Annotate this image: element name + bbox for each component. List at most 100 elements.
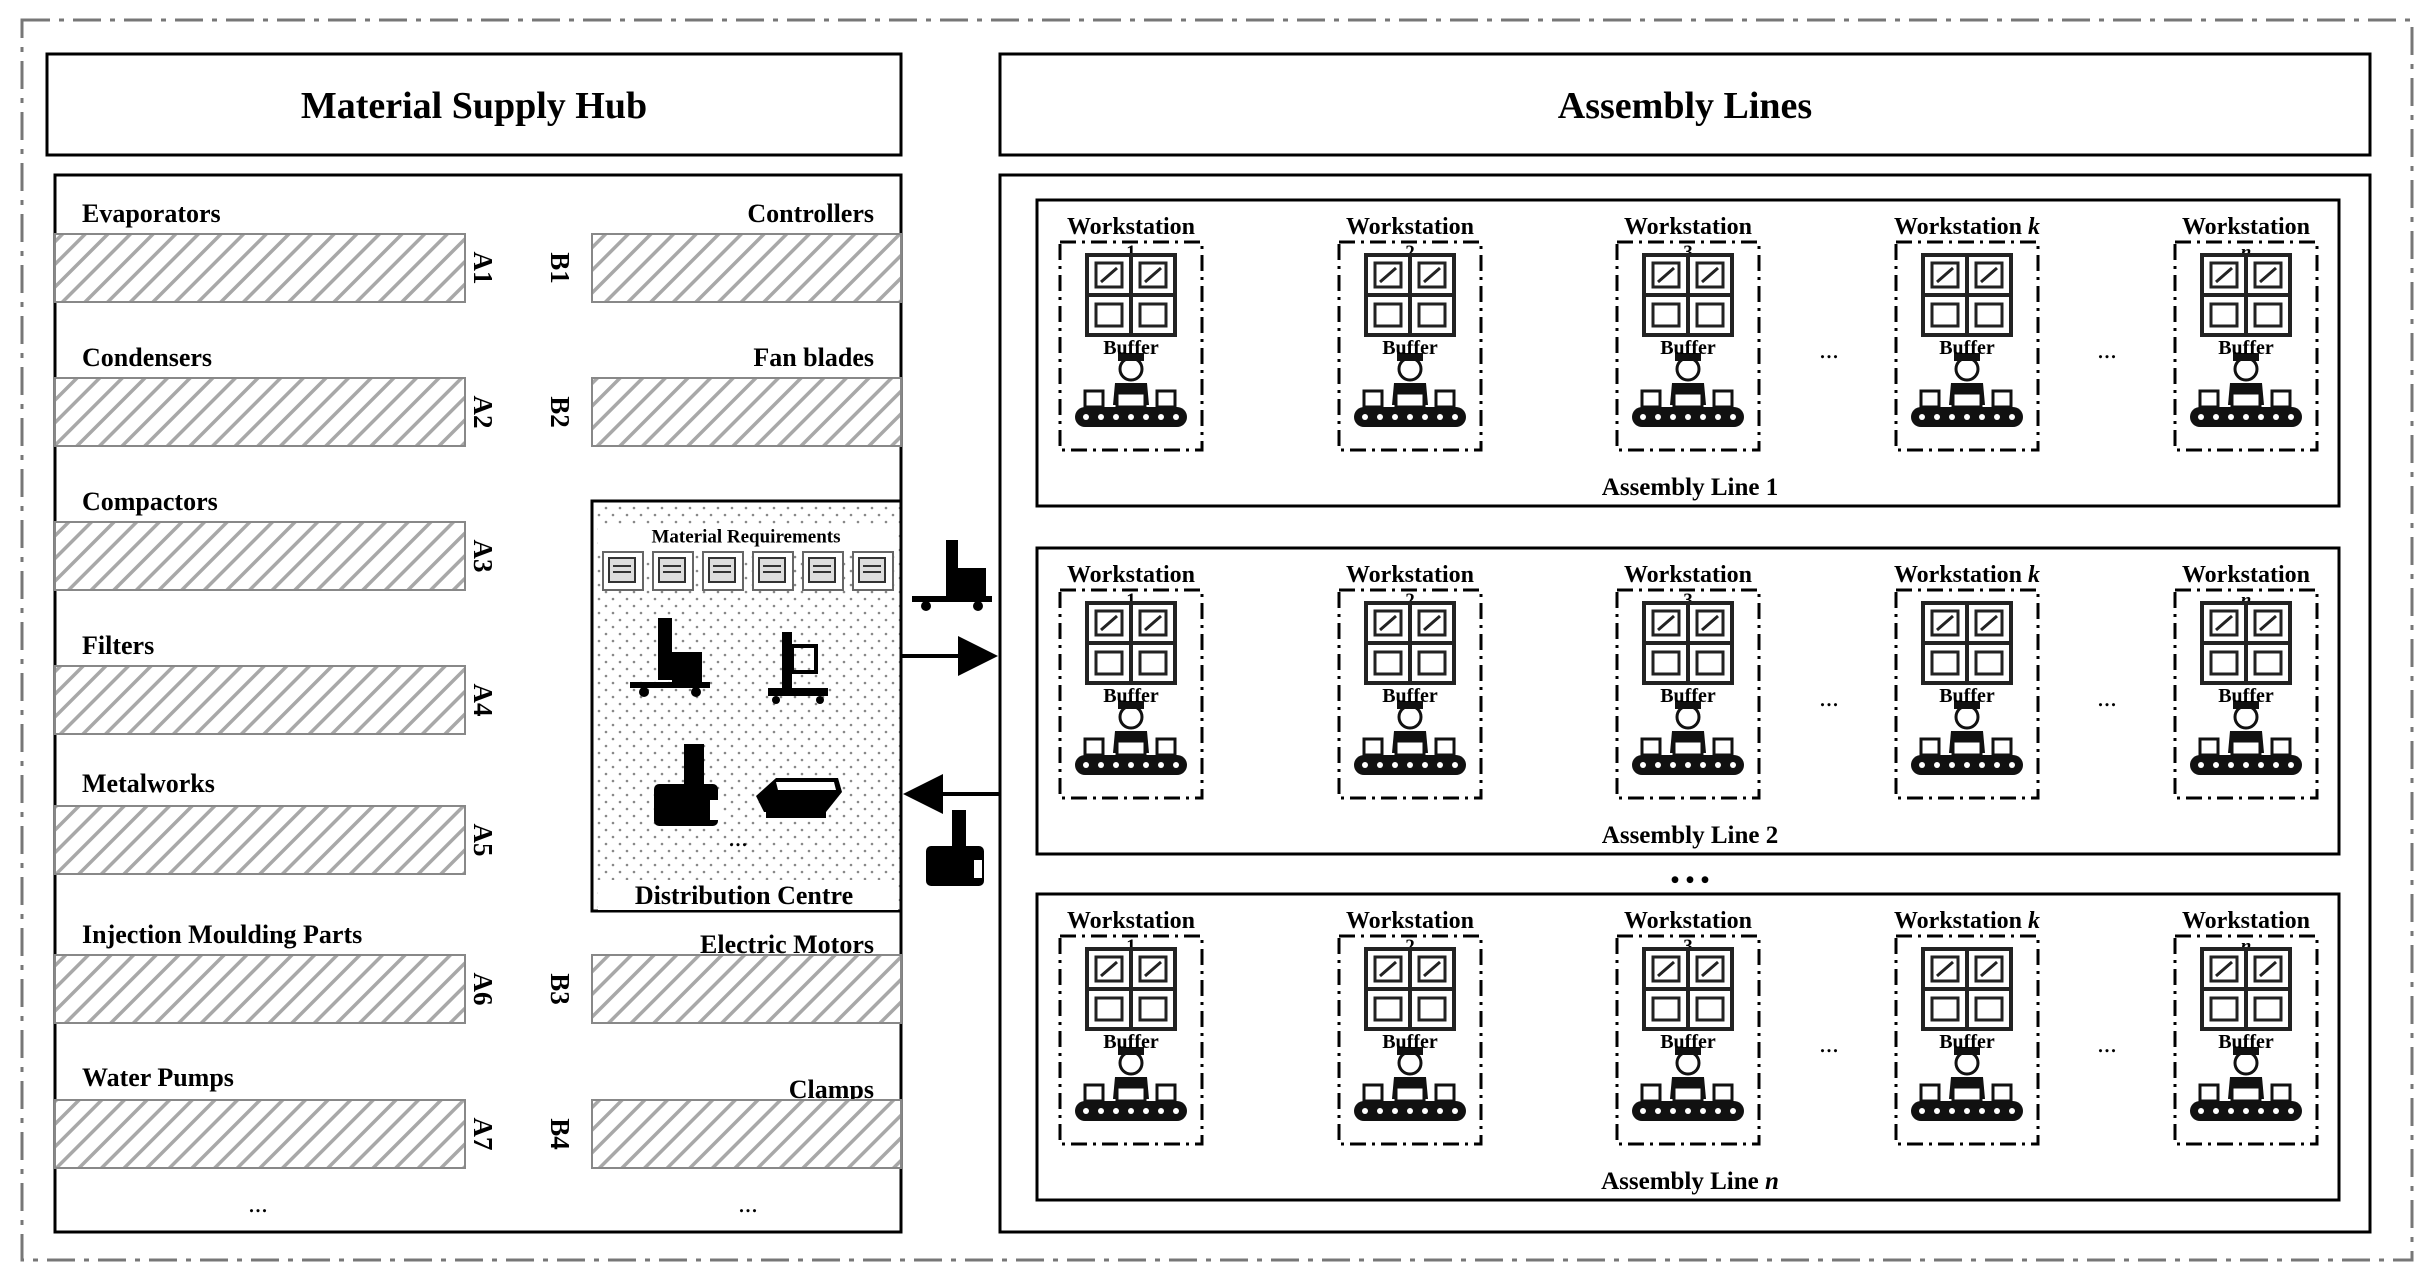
workstation-boundary [2173, 934, 2319, 1146]
workstation-label: Workstation [1067, 214, 1195, 240]
buffer-label: Buffer [1939, 337, 1995, 359]
workstation-index: k [2028, 908, 2040, 934]
assembly-line-2: Workstation1BufferWorkstation2BufferWork… [1035, 546, 2341, 856]
workstation-word: Workstation [1624, 562, 1752, 588]
buffer-rack-icon [1642, 947, 1734, 1031]
buffer-label: Buffer [2218, 685, 2274, 707]
bay-code-A7: A7 [468, 1118, 498, 1151]
workstation-word: Workstation [1067, 214, 1195, 240]
workstation-label: Workstation [1624, 214, 1752, 240]
workstation-gap: ... [2097, 335, 2117, 364]
workstation-label: Workstation [1067, 908, 1195, 934]
left-more: ... [248, 1189, 268, 1218]
worker-conveyor-icon [1075, 1047, 1187, 1121]
workstation-boundary [1894, 240, 2040, 452]
workstation-word: Workstation [1067, 562, 1195, 588]
buffer-label: Buffer [1382, 337, 1438, 359]
material-label-A5: Metalworks [82, 769, 215, 798]
buffer-rack-icon [1085, 947, 1177, 1031]
worker-conveyor-icon [2190, 701, 2302, 775]
buffer-rack-icon [1364, 253, 1456, 337]
worker-conveyor-icon [1354, 1047, 1466, 1121]
bay-code-B3: B3 [545, 973, 575, 1005]
document-icon [702, 551, 744, 591]
workstation-word: Workstation [1346, 214, 1474, 240]
worker-conveyor-icon [1632, 701, 1744, 775]
bay-code-B2: B2 [545, 396, 575, 428]
workstation-boundary [1615, 934, 1761, 1146]
bay-code-B4: B4 [545, 1118, 575, 1150]
forklift-icon [630, 618, 710, 697]
workstation-index: k [2028, 562, 2040, 588]
buffer-rack-icon [1642, 601, 1734, 685]
workstation-boundary [1894, 934, 2040, 1146]
workstation-index: 1 [1126, 242, 1136, 263]
agv-tower-icon [654, 744, 720, 826]
workstation-gap: ... [1819, 1029, 1839, 1058]
workstation-boundary [1058, 240, 1204, 452]
workstation-index: n [2241, 242, 2252, 263]
workstation-index: 3 [1683, 590, 1693, 611]
worker-conveyor-icon [1632, 353, 1744, 427]
workstation-label: Workstation [1346, 562, 1474, 588]
assembly-lines: Workstation1BufferWorkstation2BufferWork… [1035, 198, 2341, 1202]
assembly-line-label-text: Assembly Line [1602, 822, 1766, 849]
worker-conveyor-icon [1354, 353, 1466, 427]
storage-area-A1 [54, 233, 466, 303]
storage-area-A3 [54, 521, 466, 591]
agv-flat-icon [756, 778, 842, 818]
worker-conveyor-icon [1911, 353, 2023, 427]
workstation-index: 1 [1126, 936, 1136, 957]
workstation-word: Workstation [1894, 562, 2022, 588]
material-label-A4: Filters [82, 631, 154, 660]
document-icon [602, 551, 644, 591]
storage-area-B4 [591, 1099, 902, 1169]
workstation-word: Workstation [1894, 214, 2022, 240]
buffer-rack-icon [1921, 947, 2013, 1031]
storage-area-A7 [54, 1099, 466, 1169]
buffer-label: Buffer [1103, 337, 1159, 359]
workstation-label: Workstation [1624, 908, 1752, 934]
buffer-label: Buffer [2218, 337, 2274, 359]
buffer-rack-icon [1085, 253, 1177, 337]
worker-conveyor-icon [1632, 1047, 1744, 1121]
storage-area-A6 [54, 954, 466, 1024]
workstation-boundary [1615, 240, 1761, 452]
requirement-documents [602, 551, 894, 591]
outer-boundary [20, 18, 2414, 1262]
bay-code-A2: A2 [468, 396, 498, 429]
workstation-word: Workstation [2182, 214, 2310, 240]
worker-conveyor-icon [2190, 1047, 2302, 1121]
workstation-word: Workstation [2182, 908, 2310, 934]
assembly-line-label: Assembly Line 1 [1602, 474, 1778, 501]
workstation-boundary [1058, 588, 1204, 800]
buffer-label: Buffer [1660, 337, 1716, 359]
bay-code-A6: A6 [468, 973, 498, 1006]
assembly-line-label-index: n [1765, 1168, 1779, 1195]
buffer-rack-icon [1364, 947, 1456, 1031]
workstation-word: Workstation [1346, 908, 1474, 934]
workstation-boundary [2173, 240, 2319, 452]
buffer-label: Buffer [1660, 1031, 1716, 1053]
distribution-centre-label: Distribution Centre [635, 881, 853, 910]
workstation-boundary [1337, 934, 1483, 1146]
buffer-label: Buffer [1939, 685, 1995, 707]
workstation-word: Workstation [2182, 562, 2310, 588]
material-label-A3: Compactors [82, 487, 218, 516]
buffer-rack-icon [2200, 253, 2292, 337]
workstation-boundary [1337, 588, 1483, 800]
storage-area-A2 [54, 377, 466, 447]
worker-conveyor-icon [1075, 701, 1187, 775]
